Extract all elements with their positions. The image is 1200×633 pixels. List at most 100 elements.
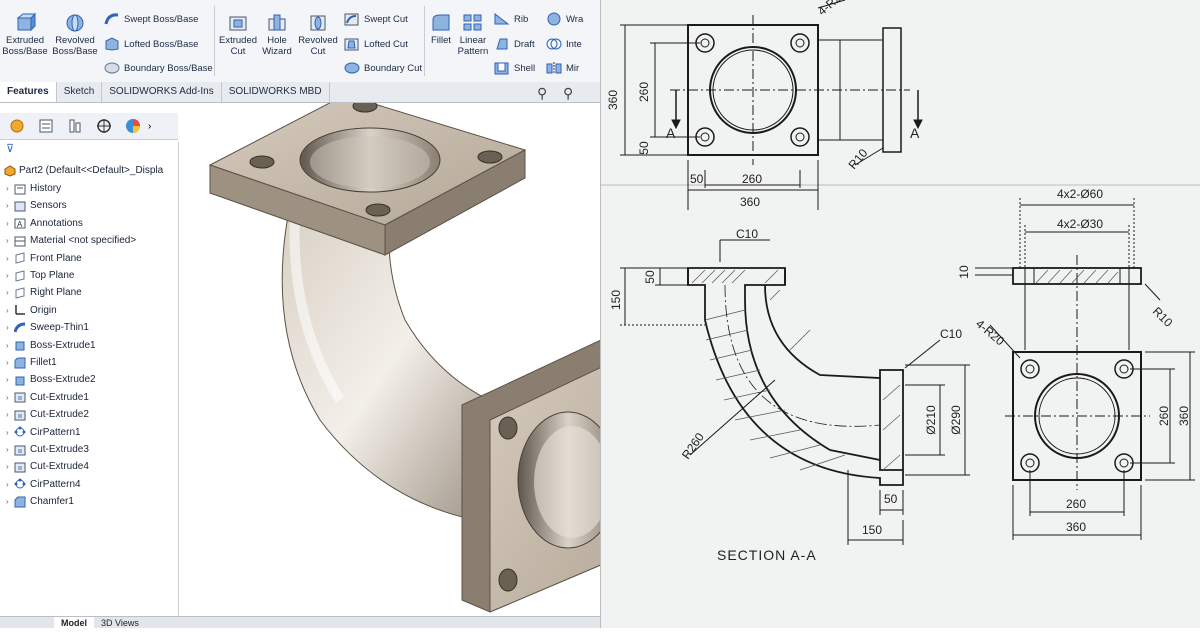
sensor-icon [14,201,26,212]
tab-mbd[interactable]: SOLIDWORKS MBD [222,82,330,102]
expand-arrow-icon[interactable]: › [6,323,9,333]
feature-manager-toolbar: › [0,113,178,140]
expand-arrow-icon[interactable]: › [6,445,9,454]
boundary-boss-label: Boundary Boss/Base [124,62,213,74]
dimxpert-tab[interactable] [92,115,116,137]
dim-r10-side: R10 [1150,304,1176,330]
expand-arrow-icon[interactable]: › [6,340,9,350]
tree-item[interactable]: › Cut-Extrude1 [6,389,89,406]
extruded-cut-button[interactable]: Extruded Cut [219,12,257,57]
expand-arrow-icon[interactable]: › [6,410,9,420]
tree-item[interactable]: › Cut-Extrude2 [6,406,89,423]
tree-item[interactable]: › Sweep-Thin1 [6,319,89,336]
expand-arrow-icon[interactable]: › [6,479,9,489]
expand-arrow-icon[interactable]: › [6,462,9,472]
chevron-right-icon[interactable]: › [148,120,152,132]
lofted-cut-label: Lofted Cut [364,38,408,50]
appearance-icon [126,119,140,133]
tree-item[interactable]: ›History [6,180,61,197]
expand-arrow-icon[interactable]: › [6,392,9,402]
tab-sketch[interactable]: Sketch [57,82,103,102]
draft-button[interactable]: Draft [494,35,535,53]
graphics-viewport[interactable]: ⚲ ⚲ [179,85,600,616]
tree-item[interactable]: ›Boss-Extrude1 [6,337,96,354]
dim-top-v360: 360 [606,90,620,110]
configuration-manager-tab[interactable] [63,115,87,137]
property-manager-tab[interactable] [34,115,58,137]
hole-wizard-button[interactable]: Hole Wizard [259,12,295,57]
extruded-boss-button[interactable]: Extruded Boss/Base [2,12,48,57]
tab-features[interactable]: Features [0,82,57,102]
tree-item-label: Cut-Extrude1 [30,391,89,403]
expand-arrow-icon[interactable]: › [6,236,9,246]
linear-pattern-button[interactable]: Linear Pattern [456,12,490,57]
expand-arrow-icon[interactable]: › [6,375,9,385]
linear-pattern-icon [463,14,482,31]
svg-text:A: A [17,220,23,229]
tree-item[interactable]: › Cut-Extrude3 [6,441,89,458]
expand-arrow-icon[interactable]: › [6,305,9,315]
tree-item-label: Sweep-Thin1 [30,322,89,334]
lofted-cut-button[interactable]: Lofted Cut [344,35,408,53]
tree-item-label: Cut-Extrude2 [30,409,89,421]
display-manager-tab[interactable] [121,115,145,137]
tree-item[interactable]: ›Front Plane [6,250,82,267]
tree-item[interactable]: ›Top Plane [6,267,74,284]
tree-item[interactable]: ›CirPattern1 [6,424,81,441]
expand-arrow-icon[interactable]: › [6,201,9,211]
revolved-boss-button[interactable]: Revolved Boss/Base [52,12,98,57]
shell-button[interactable]: Shell [494,59,535,77]
feature-tree-tab[interactable] [5,115,29,137]
expand-arrow-icon[interactable]: › [6,497,9,507]
fillet-button[interactable]: Fillet [428,12,454,46]
filter-icon[interactable]: ⊽ [6,143,15,155]
dim-holes-60: 4x2-Ø60 [1057,187,1103,201]
history-icon [14,184,26,194]
tree-item[interactable]: ›Right Plane [6,284,82,301]
extrude-icon [15,341,25,351]
lofted-boss-button[interactable]: Lofted Boss/Base [104,35,198,53]
tree-item[interactable]: ›Chamfer1 [6,493,74,510]
zoom-area-icon[interactable]: ⚲ [563,85,574,101]
expand-arrow-icon[interactable]: › [6,427,9,437]
cut-icon [14,392,26,403]
tree-item[interactable]: ›Sensors [6,197,67,214]
mirror-button[interactable]: Mir [546,59,579,77]
tree-item[interactable]: ›CirPattern4 [6,476,81,493]
expand-arrow-icon[interactable]: › [6,271,9,280]
tab-3d-views[interactable]: 3D Views [101,618,139,628]
dim-sec-50: 50 [643,270,657,284]
tree-item[interactable]: ›Fillet1 [6,354,57,371]
tree-item[interactable]: › Material <not specified> [6,232,136,249]
expand-arrow-icon[interactable]: › [6,358,9,367]
draft-label: Draft [514,38,535,50]
tree-item-label: Cut-Extrude3 [30,444,89,455]
revolved-cut-button[interactable]: Revolved Cut [297,12,339,57]
expand-arrow-icon[interactable]: › [6,184,9,193]
tab-model[interactable]: Model [54,617,94,628]
swept-boss-button[interactable]: Swept Boss/Base [104,10,198,28]
nav-arrows[interactable] [0,617,54,628]
boundary-cut-button[interactable]: Boundary Cut [344,59,422,77]
swept-cut-button[interactable]: Swept Cut [344,10,408,28]
expand-arrow-icon[interactable]: › [6,288,9,298]
wrap-label: Wra [566,13,584,25]
tree-item[interactable]: ›Cut-Extrude4 [6,458,89,475]
boundary-boss-button[interactable]: Boundary Boss/Base [104,59,213,77]
wrap-button[interactable]: Wra [546,10,583,28]
tab-addins[interactable]: SOLIDWORKS Add-Ins [102,82,222,102]
mirror-label: Mir [566,62,580,74]
expand-arrow-icon[interactable]: › [6,218,9,228]
expand-arrow-icon[interactable]: › [6,253,9,263]
ribbon-separator [424,6,425,76]
swept-boss-label: Swept Boss/Base [124,13,199,25]
tree-root-part[interactable]: Part2 (Default<<Default>_Displa [4,162,163,179]
tree-item[interactable]: ›Origin [6,302,57,319]
intersect-button[interactable]: Inte [546,35,582,53]
zoom-icon[interactable]: ⚲ [537,85,548,101]
tree-item[interactable]: ›Boss-Extrude2 [6,371,96,388]
rib-button[interactable]: Rib [494,10,528,28]
dim-d290: Ø290 [949,405,963,435]
tree-item-label: Material <not specified> [30,235,137,247]
